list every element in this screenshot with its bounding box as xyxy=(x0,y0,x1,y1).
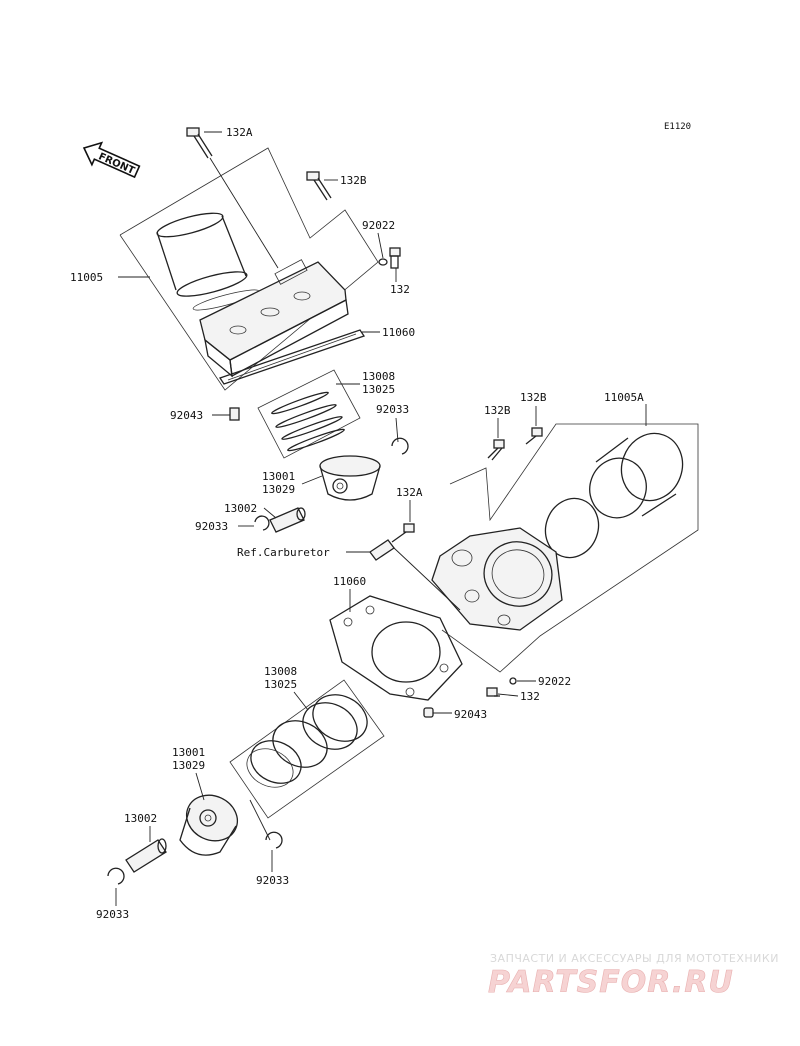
callout-13025: 13025 xyxy=(362,383,395,396)
rings-outline-top xyxy=(257,369,361,459)
callout-11060: 11060 xyxy=(382,326,415,339)
callout-13001: 13001 xyxy=(262,470,295,483)
callout-13029-bottom: 13029 xyxy=(172,759,205,772)
circlip-92033-top-b-icon xyxy=(254,515,270,531)
callout-13008-bottom: 13008 xyxy=(264,665,297,678)
callout-92033-bottom-a: 92033 xyxy=(256,874,289,887)
callout-92033-b: 92033 xyxy=(195,520,228,533)
cylinder-block-mid xyxy=(431,527,563,631)
watermark-site: PARTSFOR.RU xyxy=(488,965,734,1000)
callout-132b: 132B xyxy=(340,174,367,187)
cylinder-sleeve-mid xyxy=(544,432,684,559)
callout-13025-bottom: 13025 xyxy=(264,678,297,691)
callout-13008: 13008 xyxy=(362,370,395,383)
washer-92022-mid-icon xyxy=(509,677,517,685)
circlip-92033-bottom-a-icon xyxy=(265,831,283,849)
cylinder-block-top xyxy=(199,259,349,378)
piston-rings-top xyxy=(271,391,345,452)
piston-pin-top xyxy=(269,507,306,533)
watermark-tagline: ЗАПЧАСТИ И АКСЕССУАРЫ ДЛЯ МОТОТЕХНИКИ xyxy=(490,952,779,965)
piston-pin-bottom xyxy=(125,838,167,873)
bolt-132b-mid-a-icon xyxy=(487,439,505,461)
bolt-132a-mid-icon xyxy=(391,523,415,543)
callout-11005a: 11005A xyxy=(604,391,644,404)
diagram-code: E1120 xyxy=(664,122,691,132)
piston-rings-bottom xyxy=(246,694,368,788)
callout-132b-mid-a: 132B xyxy=(484,404,511,417)
callout-13002-bottom: 13002 xyxy=(124,812,157,825)
callout-92022: 92022 xyxy=(362,219,395,232)
gasket-11060-mid xyxy=(329,595,463,701)
callout-92022-mid: 92022 xyxy=(538,675,571,688)
gasket-11060-top xyxy=(218,329,366,385)
callout-13029: 13029 xyxy=(262,483,295,496)
callout-132b-mid-b: 132B xyxy=(520,391,547,404)
bolt-132a-top-icon xyxy=(186,127,279,269)
callout-ref-carburetor: Ref.Carburetor xyxy=(237,546,330,559)
callout-132-mid: 132 xyxy=(520,690,540,703)
circlip-92033-top-icon xyxy=(391,437,409,455)
piston-top xyxy=(319,455,381,501)
callout-92033-bottom-b: 92033 xyxy=(96,908,129,921)
callout-13002: 13002 xyxy=(224,502,257,515)
callout-11060-mid: 11060 xyxy=(333,575,366,588)
group-outline-11005a xyxy=(441,423,699,673)
washer-92022-top-icon xyxy=(378,258,388,266)
callout-132: 132 xyxy=(390,283,410,296)
dowel-92043-top-icon xyxy=(229,407,240,421)
front-arrow-icon: FRONT xyxy=(82,141,141,179)
carburetor-joint-icon xyxy=(369,539,395,561)
circlip-92033-bottom-b-icon xyxy=(107,867,125,885)
callout-92043: 92043 xyxy=(170,409,203,422)
callout-92043-mid: 92043 xyxy=(454,708,487,721)
bolt-132b-top-icon xyxy=(306,171,332,201)
callout-13001-bottom: 13001 xyxy=(172,746,205,759)
dowel-92043-mid-icon xyxy=(423,707,434,718)
callout-11005: 11005 xyxy=(70,271,103,284)
callout-132a-mid: 132A xyxy=(396,486,423,499)
bolt-132-mid-icon xyxy=(486,687,500,697)
callout-92033: 92033 xyxy=(376,403,409,416)
cylinder-sleeve-top xyxy=(156,212,260,311)
group-outline-11005 xyxy=(119,147,379,391)
piston-bottom xyxy=(179,794,238,856)
bolt-132-top-icon xyxy=(389,247,401,269)
bolt-132b-mid-b-icon xyxy=(525,427,543,445)
callout-132a: 132A xyxy=(226,126,253,139)
